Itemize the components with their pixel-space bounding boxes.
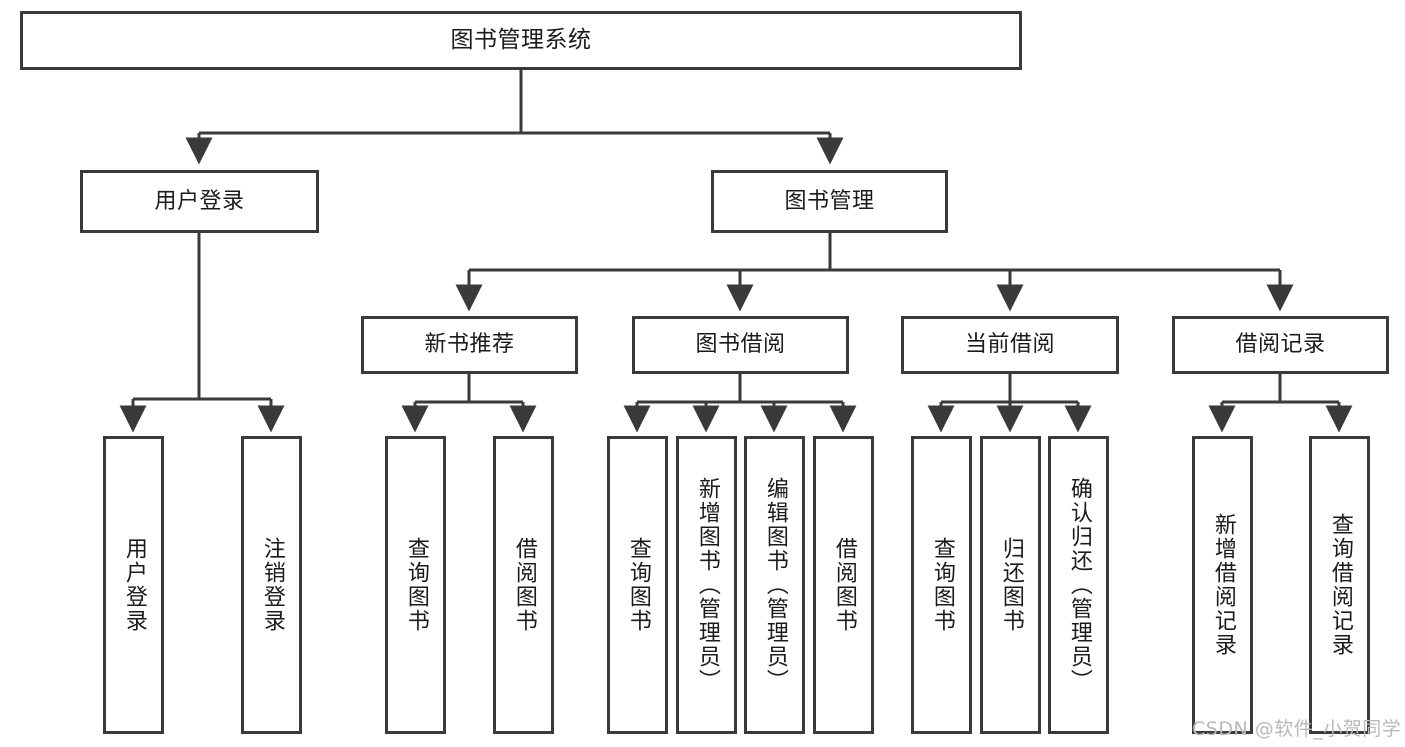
node-label: 确认归还（管理员） xyxy=(1066,477,1092,693)
node-label: 借阅图书 xyxy=(831,537,857,633)
node-root-book-management-system[interactable]: 图书管理系统 xyxy=(20,11,1022,70)
leaf-user-login-login[interactable]: 用户登录 xyxy=(103,436,164,734)
node-borrow-record[interactable]: 借阅记录 xyxy=(1172,316,1389,374)
leaf-new-book-query[interactable]: 查询图书 xyxy=(385,436,446,734)
leaf-book-borrow-add[interactable]: 新增图书（管理员） xyxy=(676,436,737,734)
leaf-borrow-record-add[interactable]: 新增借阅记录 xyxy=(1192,436,1253,734)
leaf-current-borrow-confirm-return[interactable]: 确认归还（管理员） xyxy=(1048,436,1109,734)
node-label: 当前借阅 xyxy=(964,332,1055,358)
node-label: 归还图书 xyxy=(998,537,1024,633)
leaf-book-borrow-edit[interactable]: 编辑图书（管理员） xyxy=(744,436,805,734)
node-label: 编辑图书（管理员） xyxy=(762,477,788,693)
node-label: 图书管理 xyxy=(784,188,875,214)
node-book-borrow[interactable]: 图书借阅 xyxy=(632,316,849,374)
node-new-book-recommend[interactable]: 新书推荐 xyxy=(361,316,578,374)
leaf-borrow-record-query[interactable]: 查询借阅记录 xyxy=(1309,436,1370,734)
node-label: 查询借阅记录 xyxy=(1327,513,1353,657)
node-book-management[interactable]: 图书管理 xyxy=(711,170,948,233)
node-label: 新增图书（管理员） xyxy=(694,477,720,693)
leaf-user-login-logout[interactable]: 注销登录 xyxy=(241,436,302,734)
node-label: 新增借阅记录 xyxy=(1210,513,1236,657)
node-user-login[interactable]: 用户登录 xyxy=(80,170,319,233)
node-label: 查询图书 xyxy=(929,537,955,633)
node-label: 注销登录 xyxy=(259,537,285,633)
leaf-current-borrow-return[interactable]: 归还图书 xyxy=(980,436,1041,734)
node-label: 查询图书 xyxy=(403,537,429,633)
node-label: 用户登录 xyxy=(121,537,147,633)
leaf-book-borrow-query[interactable]: 查询图书 xyxy=(607,436,668,734)
leaf-new-book-borrow[interactable]: 借阅图书 xyxy=(493,436,554,734)
csdn-watermark: CSDN @软件_小贺同学 xyxy=(1192,718,1402,740)
node-label: 图书借阅 xyxy=(695,332,786,358)
leaf-book-borrow-borrow[interactable]: 借阅图书 xyxy=(813,436,874,734)
node-label: 图书管理系统 xyxy=(450,27,592,54)
node-label: 借阅记录 xyxy=(1235,332,1326,358)
node-label: 借阅图书 xyxy=(511,537,537,633)
node-label: 用户登录 xyxy=(154,188,245,214)
node-current-borrow[interactable]: 当前借阅 xyxy=(901,316,1119,374)
node-label: 查询图书 xyxy=(625,537,651,633)
leaf-current-borrow-query[interactable]: 查询图书 xyxy=(911,436,972,734)
node-label: 新书推荐 xyxy=(424,332,515,358)
